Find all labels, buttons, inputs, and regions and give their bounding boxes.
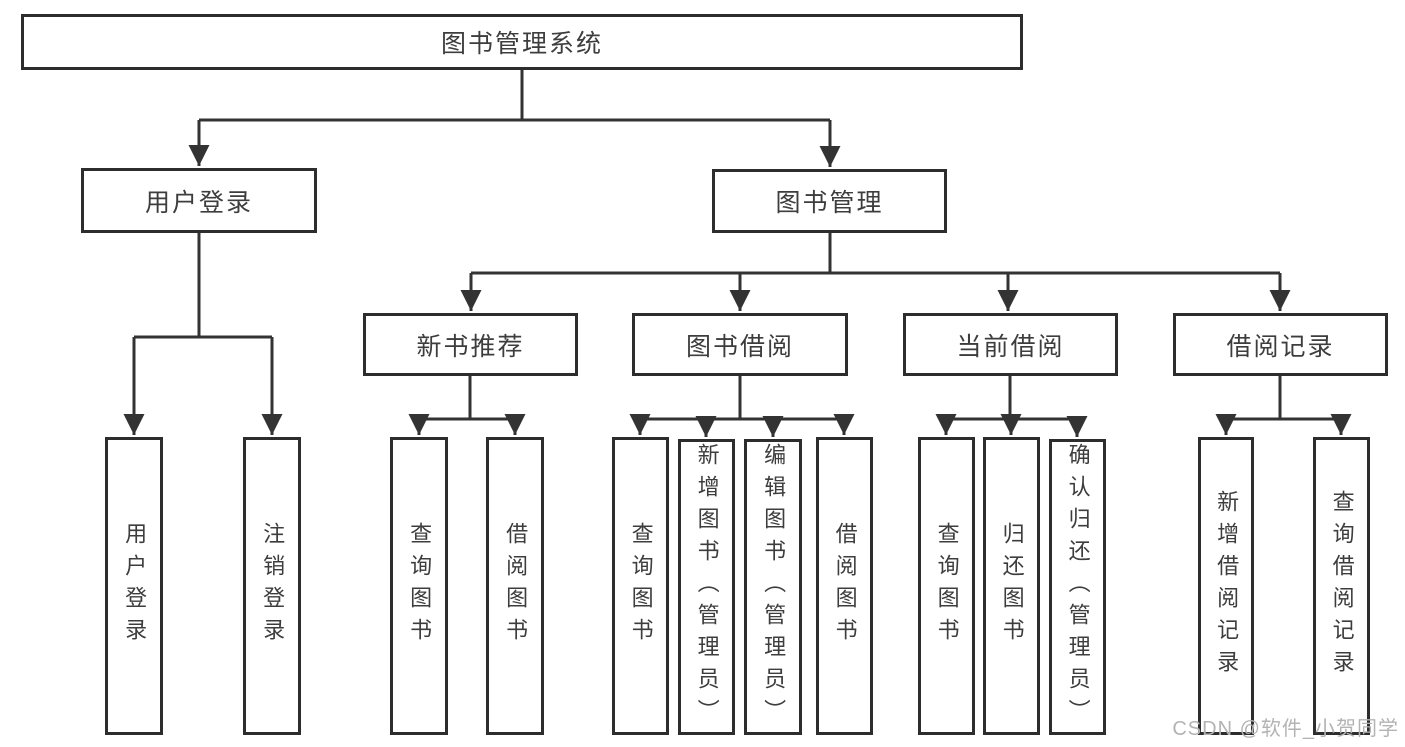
connector-root-to-level2 xyxy=(188,69,841,167)
node-root-system-label: 图书管理系统 xyxy=(440,30,603,58)
leaf-current-confirm-return-admin-label: 确认归还（管理员） xyxy=(1065,443,1091,731)
node-book-borrow: 图书借阅 xyxy=(632,313,848,376)
leaf-borrow-edit-books-admin: 编辑图书（管理员） xyxy=(744,439,802,735)
connector-user-login-children xyxy=(123,232,283,435)
node-user-login: 用户登录 xyxy=(81,168,317,233)
leaf-current-confirm-return-admin: 确认归还（管理员） xyxy=(1049,439,1106,735)
connector-current-borrow-children xyxy=(935,376,1088,437)
leaf-user-login: 用户登录 xyxy=(105,437,163,735)
node-borrow-record: 借阅记录 xyxy=(1173,313,1388,376)
leaf-record-query: 查询借阅记录 xyxy=(1313,437,1370,735)
node-book-management: 图书管理 xyxy=(712,169,947,233)
leaf-current-query-books: 查询图书 xyxy=(918,437,975,735)
leaf-current-query-books-label: 查询图书 xyxy=(934,522,960,650)
leaf-newrec-borrow-books: 借阅图书 xyxy=(486,437,544,735)
node-user-login-label: 用户登录 xyxy=(144,188,253,217)
leaf-newrec-query-books: 查询图书 xyxy=(390,437,448,735)
node-current-borrow: 当前借阅 xyxy=(903,313,1118,376)
node-book-borrow-label: 图书借阅 xyxy=(685,332,794,361)
leaf-logout: 注销登录 xyxy=(243,437,301,735)
leaf-current-return-books: 归还图书 xyxy=(983,437,1040,735)
leaf-borrow-borrow-books: 借阅图书 xyxy=(816,437,873,735)
connector-book-borrow-children xyxy=(629,376,855,437)
leaf-record-query-label: 查询借阅记录 xyxy=(1329,490,1355,682)
csdn-watermark: CSDN @软件_小贺同学 xyxy=(1172,718,1399,740)
leaf-borrow-add-books-admin-label: 新增图书（管理员） xyxy=(694,443,720,731)
node-current-borrow-label: 当前借阅 xyxy=(956,332,1065,361)
node-new-book-recommend: 新书推荐 xyxy=(363,313,578,376)
connector-book-management-children xyxy=(460,233,1291,311)
node-root-system: 图书管理系统 xyxy=(21,14,1023,70)
leaf-record-add-label: 新增借阅记录 xyxy=(1214,490,1240,682)
leaf-borrow-query-books: 查询图书 xyxy=(612,437,669,735)
leaf-borrow-edit-books-admin-label: 编辑图书（管理员） xyxy=(761,443,787,731)
leaf-newrec-query-books-label: 查询图书 xyxy=(407,522,433,650)
leaf-borrow-query-books-label: 查询图书 xyxy=(628,522,654,650)
leaf-borrow-borrow-books-label: 借阅图书 xyxy=(832,522,858,650)
leaf-borrow-add-books-admin: 新增图书（管理员） xyxy=(678,439,735,735)
leaf-current-return-books-label: 归还图书 xyxy=(999,522,1025,650)
node-new-book-recommend-label: 新书推荐 xyxy=(416,332,525,361)
connector-borrow-record-children xyxy=(1215,376,1352,435)
leaf-user-login-label: 用户登录 xyxy=(122,522,148,650)
connector-new-book-children xyxy=(408,376,526,435)
leaf-record-add: 新增借阅记录 xyxy=(1198,437,1254,735)
node-borrow-record-label: 借阅记录 xyxy=(1226,332,1335,361)
leaf-newrec-borrow-books-label: 借阅图书 xyxy=(503,522,529,650)
leaf-logout-label: 注销登录 xyxy=(260,522,286,650)
node-book-management-label: 图书管理 xyxy=(775,189,884,217)
